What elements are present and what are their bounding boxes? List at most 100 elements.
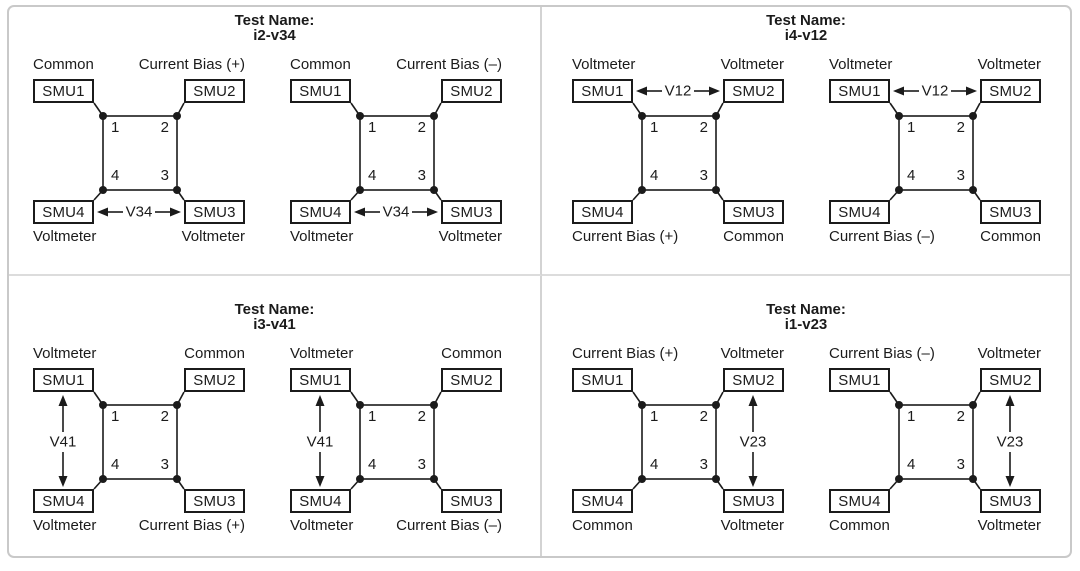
pad-3-number: 3 [699, 456, 708, 473]
pad-2-number: 2 [699, 408, 708, 425]
panel-i2-v34: Test Name: i2-v34 Common Current Bias (+… [9, 7, 542, 276]
smu4-label: SMU4 [42, 492, 85, 510]
smu4-box: SMU4 [33, 489, 94, 513]
pad-3-number: 3 [417, 167, 426, 184]
smu2-box: SMU2 [723, 368, 784, 392]
smu3-label: SMU3 [450, 203, 493, 221]
smu1-box: SMU1 [33, 368, 94, 392]
smu1-label: SMU1 [42, 82, 85, 100]
smu2-box: SMU2 [980, 79, 1041, 103]
voltage-measurement-label: V12 [664, 82, 692, 100]
smu1-label: SMU1 [838, 82, 881, 100]
pad-1-number: 1 [368, 408, 377, 425]
smu3-label: SMU3 [193, 492, 236, 510]
smu1-label: SMU1 [42, 371, 85, 389]
pad-4-number: 4 [111, 167, 120, 184]
panel-i1-v23: Test Name: i1-v23 Current Bias (+) Voltm… [542, 276, 1070, 556]
test-title-label: Test Name: [766, 301, 846, 318]
terminal-function-label: Common [980, 228, 1041, 245]
smu4-label: SMU4 [581, 203, 624, 221]
terminal-function-label: Voltmeter [290, 228, 354, 245]
pad-4-number: 4 [650, 167, 659, 184]
smu4-label: SMU4 [299, 492, 342, 510]
terminal-function-label: Current Bias (–) [396, 517, 502, 534]
pad-1-number: 1 [907, 408, 916, 425]
pad-2-number: 2 [160, 408, 169, 425]
connection-diagram-i3-v41-positive: Voltmeter Common SMU1 SMU2 SMU4 SMU3 1 2… [33, 345, 245, 535]
smu3-label: SMU3 [732, 492, 775, 510]
smu1-label: SMU1 [299, 82, 342, 100]
diagram-row: Voltmeter Voltmeter SMU1 SMU2 SMU4 SMU3 … [542, 56, 1070, 246]
voltage-measurement-label: V23 [996, 433, 1024, 451]
pad-3-number: 3 [699, 167, 708, 184]
smu2-label: SMU2 [450, 82, 493, 100]
terminal-function-label: Common [723, 228, 784, 245]
smu2-box: SMU2 [441, 368, 502, 392]
terminal-function-label: Current Bias (+) [138, 56, 245, 73]
pad-4-number: 4 [368, 167, 377, 184]
pad-4-number: 4 [907, 456, 916, 473]
terminal-function-label: Voltmeter [33, 228, 97, 245]
panel-i4-v12: Test Name: i4-v12 Voltmeter Voltmeter SM… [542, 7, 1070, 276]
smu4-box: SMU4 [829, 489, 890, 513]
pad-2-number: 2 [160, 119, 169, 136]
pad-2-number: 2 [956, 119, 965, 136]
test-title-label: Test Name: [766, 12, 846, 29]
smu1-box: SMU1 [290, 79, 351, 103]
smu2-box: SMU2 [723, 79, 784, 103]
pad-2-number: 2 [417, 408, 426, 425]
panel-i3-v41: Test Name: i3-v41 Voltmeter Common SMU1 … [9, 276, 542, 556]
pad-3-number: 3 [160, 167, 169, 184]
terminal-function-label: Current Bias (+) [572, 345, 679, 362]
voltage-measurement-label: V34 [382, 203, 410, 221]
smu1-box: SMU1 [829, 368, 890, 392]
terminal-function-label: Common [441, 345, 502, 362]
terminal-function-label: Current Bias (+) [138, 517, 245, 534]
connection-diagram-i4-v12-negative: Voltmeter Voltmeter SMU1 SMU2 SMU4 SMU3 … [829, 56, 1041, 246]
diagram-row: Common Current Bias (+) SMU1 SMU2 SMU4 S… [9, 56, 540, 246]
test-title: Test Name: i1-v23 [542, 302, 1070, 332]
pad-1-number: 1 [650, 119, 659, 136]
test-title: Test Name: i3-v41 [9, 302, 540, 332]
terminal-function-label: Common [290, 56, 351, 73]
smu2-label: SMU2 [989, 82, 1032, 100]
pad-1-number: 1 [368, 119, 377, 136]
smu3-box: SMU3 [723, 200, 784, 224]
smu1-label: SMU1 [299, 371, 342, 389]
connection-diagram-i2-v34-negative: Common Current Bias (–) SMU1 SMU2 SMU4 S… [290, 56, 502, 246]
terminal-function-label: Common [184, 345, 245, 362]
connection-diagram-i4-v12-positive: Voltmeter Voltmeter SMU1 SMU2 SMU4 SMU3 … [572, 56, 784, 246]
smu1-box: SMU1 [829, 79, 890, 103]
pad-1-number: 1 [650, 408, 659, 425]
terminal-function-label: Common [33, 56, 94, 73]
pad-4-number: 4 [111, 456, 120, 473]
smu2-box: SMU2 [184, 79, 245, 103]
smu3-box: SMU3 [184, 489, 245, 513]
smu1-box: SMU1 [290, 368, 351, 392]
smu1-box: SMU1 [572, 79, 633, 103]
smu4-label: SMU4 [299, 203, 342, 221]
pad-3-number: 3 [956, 167, 965, 184]
pad-1-number: 1 [111, 119, 120, 136]
smu2-label: SMU2 [193, 371, 236, 389]
smu2-box: SMU2 [184, 368, 245, 392]
smu4-box: SMU4 [829, 200, 890, 224]
terminal-function-label: Current Bias (–) [829, 345, 935, 362]
terminal-function-label: Current Bias (–) [829, 228, 935, 245]
test-title-label: Test Name: [234, 301, 315, 318]
pad-3-number: 3 [160, 456, 169, 473]
diagram-row: Voltmeter Common SMU1 SMU2 SMU4 SMU3 1 2… [9, 345, 540, 535]
smu4-box: SMU4 [33, 200, 94, 224]
smu2-label: SMU2 [989, 371, 1032, 389]
figure-frame: Test Name: i2-v34 Common Current Bias (+… [7, 5, 1072, 558]
smu3-label: SMU3 [989, 203, 1032, 221]
terminal-function-label: Voltmeter [829, 56, 893, 73]
diagram-row: Current Bias (+) Voltmeter SMU1 SMU2 SMU… [542, 345, 1070, 535]
test-title-label: Test Name: [234, 12, 315, 29]
terminal-function-label: Current Bias (–) [396, 56, 502, 73]
smu1-label: SMU1 [838, 371, 881, 389]
pad-2-number: 2 [956, 408, 965, 425]
smu3-box: SMU3 [980, 489, 1041, 513]
test-name: i2-v34 [253, 27, 296, 44]
smu1-box: SMU1 [572, 368, 633, 392]
